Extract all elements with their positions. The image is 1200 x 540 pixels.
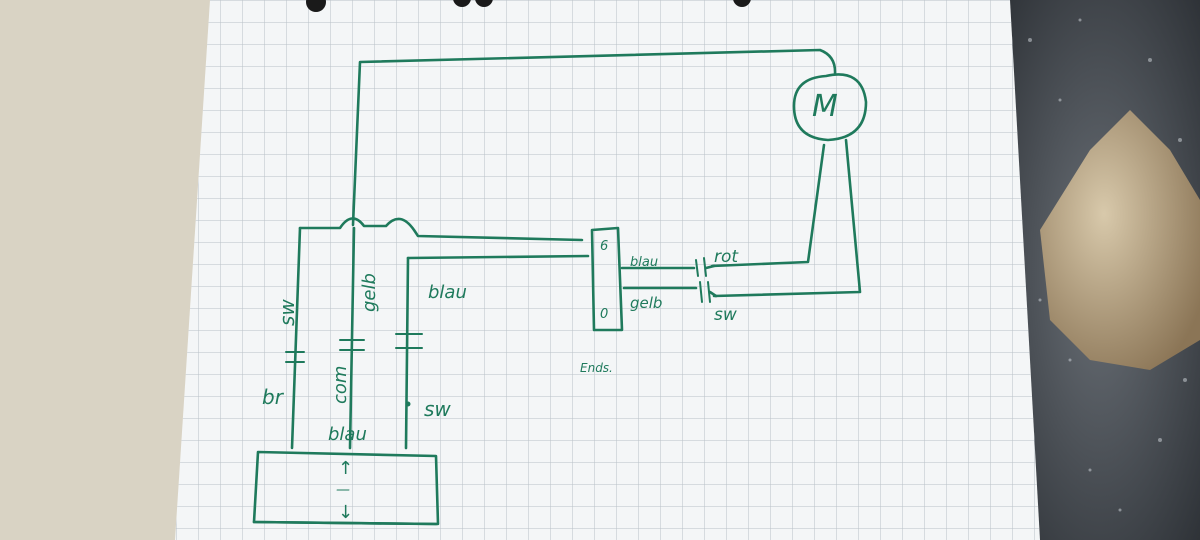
label-right-gelb: gelb (630, 294, 662, 312)
label-gelb: gelb (359, 273, 380, 312)
label-sw: sw (275, 299, 299, 326)
granite-speckles (1018, 18, 1187, 512)
node-sw-right (405, 401, 411, 407)
label-right-sw: sw (714, 305, 737, 325)
symbol-up: ↑ (338, 458, 353, 479)
wire-blau-to-switch (406, 254, 590, 260)
label-sw-right: sw (424, 397, 451, 421)
motor-circle (792, 73, 868, 142)
label-blau: blau (428, 282, 467, 303)
bottom-box-base (252, 520, 438, 526)
labels: sw gelb blau br com blau sw 6 0 blau gel… (262, 239, 739, 523)
label-com: com (330, 366, 351, 404)
wire-motor-rot (710, 143, 826, 268)
contact-com (339, 339, 365, 351)
wire-right-blau-b (704, 264, 716, 270)
wire-right-gelb-b (708, 290, 718, 298)
graph-paper-grid (175, 0, 1040, 540)
label-br: br (262, 385, 285, 409)
label-right-rot: rot (714, 247, 739, 267)
wiring (252, 48, 862, 526)
label-box-top: 6 (600, 239, 608, 254)
symbol-down: ↓ (338, 502, 353, 523)
wire-left-bus (298, 217, 584, 242)
symbol-dash: — (336, 482, 350, 498)
wire-top-to-motor (351, 48, 837, 227)
wire-sw-vertical (290, 226, 302, 450)
motor-symbol: M (792, 73, 868, 142)
label-right-blau: blau (630, 255, 658, 270)
wire-motor-sw (712, 138, 862, 298)
crystal-rock (1040, 110, 1200, 370)
motor-label: M (812, 89, 838, 124)
wire-blau-vertical (404, 256, 410, 450)
label-box-bottom: 0 (600, 307, 608, 322)
endswitch-box (590, 226, 624, 332)
label-blau-bottom: blau (328, 424, 367, 445)
contact-blau (395, 333, 423, 349)
bottom-box (252, 450, 440, 526)
contact-sw (285, 351, 305, 363)
contact-right-blau (695, 257, 707, 277)
label-endswitch: Ends. (580, 361, 613, 375)
wire-gelb-vertical (348, 226, 356, 450)
binder-holes (306, 0, 751, 12)
